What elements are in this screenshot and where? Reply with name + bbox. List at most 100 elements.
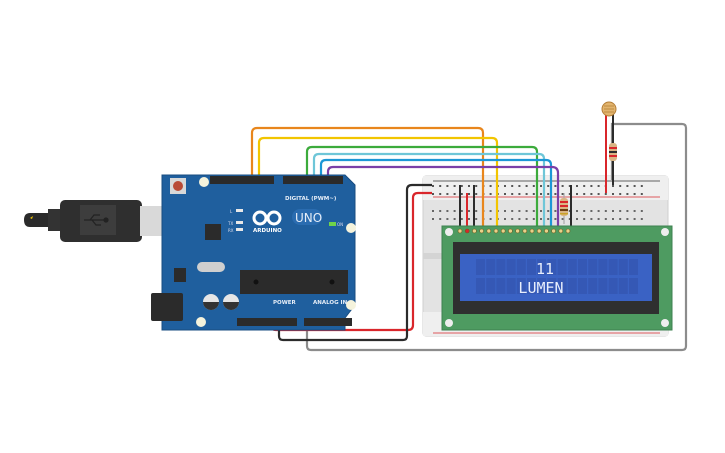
led-rx-label: RX xyxy=(228,228,234,233)
breadboard-hole xyxy=(626,218,629,220)
wire-orange-d12[interactable] xyxy=(250,126,485,226)
breadboard-hole xyxy=(633,193,636,195)
lcd-cell xyxy=(516,259,526,275)
breadboard-hole xyxy=(568,185,571,187)
usb-cable[interactable] xyxy=(24,200,168,242)
breadboard-hole xyxy=(554,193,557,195)
breadboard-hole xyxy=(619,193,622,195)
usb-icon xyxy=(84,214,109,226)
resistor-ldr[interactable] xyxy=(609,143,617,161)
breadboard-hole xyxy=(518,193,521,195)
breadboard-hole xyxy=(554,185,557,187)
analog-label: ANALOG IN xyxy=(313,300,348,306)
brand-label: ARDUINO xyxy=(253,228,282,234)
lcd-cell xyxy=(588,278,598,294)
breadboard-hole xyxy=(540,185,542,187)
breadboard-hole xyxy=(547,185,550,187)
breadboard-hole xyxy=(640,193,643,195)
breadboard-hole xyxy=(561,193,564,195)
breadboard-hole xyxy=(568,193,571,195)
breadboard-hole xyxy=(576,193,578,195)
usb-chip xyxy=(205,224,221,240)
lcd-cell xyxy=(557,259,567,275)
lcd-line-2: LUMEN xyxy=(518,279,563,297)
resistor-lcd[interactable] xyxy=(560,193,568,224)
breadboard-hole xyxy=(633,185,636,187)
lcd-cell xyxy=(567,278,577,294)
lcd-pin-header xyxy=(457,228,571,234)
breadboard-hole xyxy=(561,185,564,187)
breadboard-hole xyxy=(504,218,506,220)
lcd-pin xyxy=(558,228,564,234)
breadboard-hole xyxy=(532,193,535,195)
lcd-cell xyxy=(506,278,516,294)
lcd-pin xyxy=(493,228,499,234)
lcd-module[interactable]: 11 LUMEN xyxy=(441,225,673,331)
lcd-pin xyxy=(479,228,484,234)
breadboard-hole xyxy=(504,193,506,195)
breadboard-hole xyxy=(468,210,470,212)
lcd-pin xyxy=(457,228,463,234)
breadboard-hole xyxy=(547,210,550,212)
breadboard-hole xyxy=(453,218,456,220)
breadboard-hole xyxy=(576,218,578,220)
breadboard-hole xyxy=(518,210,521,212)
breadboard-hole xyxy=(604,218,607,220)
breadboard-hole xyxy=(446,185,449,187)
lcd-cell xyxy=(476,278,485,294)
breadboard-hole xyxy=(525,193,528,195)
breadboard-hole xyxy=(489,210,492,212)
crystal xyxy=(197,262,225,272)
arduino-uno[interactable]: DIGITAL (PWM~) POWER ANALOG IN ARDUINO U… xyxy=(151,174,356,331)
on-label: ON xyxy=(337,222,343,227)
lcd-pin xyxy=(464,228,470,234)
breadboard-hole xyxy=(561,218,564,220)
breadboard-hole xyxy=(511,218,514,220)
wire-yellow-d11[interactable] xyxy=(257,136,499,226)
lcd-cell xyxy=(608,259,618,275)
breadboard-hole xyxy=(439,218,442,220)
breadboard-hole xyxy=(554,218,557,220)
lcd-cell xyxy=(598,278,608,294)
lcd-cell xyxy=(527,259,536,275)
breadboard-hole xyxy=(460,185,463,187)
breadboard-hole xyxy=(489,193,492,195)
breadboard-hole xyxy=(460,210,463,212)
wire-purple-d2[interactable] xyxy=(326,165,560,226)
breadboard-hole xyxy=(432,193,434,195)
lcd-cell xyxy=(486,259,496,275)
lcd-cell xyxy=(496,278,506,294)
breadboard-hole xyxy=(460,218,463,220)
wire-lightblue-d4[interactable] xyxy=(312,152,546,226)
lcd-cell xyxy=(629,278,638,294)
breadboard-hole xyxy=(475,193,478,195)
breadboard-hole xyxy=(583,193,586,195)
lcd-cell xyxy=(506,259,516,275)
lcd-cell xyxy=(578,278,587,294)
breadboard-hole xyxy=(446,193,449,195)
regulator xyxy=(174,268,186,282)
breadboard-hole xyxy=(612,185,614,187)
lcd-pin xyxy=(508,228,513,234)
led-on xyxy=(329,222,336,226)
breadboard-hole xyxy=(590,218,593,220)
wire-blue-d3[interactable] xyxy=(319,158,553,226)
led-l xyxy=(236,209,243,212)
breadboard-hole xyxy=(568,218,571,220)
wire-gray-a0[interactable] xyxy=(305,122,688,352)
lcd-pin xyxy=(522,228,528,234)
led-l-label: L xyxy=(230,209,233,214)
breadboard-hole xyxy=(439,193,442,195)
wire-black-gnd[interactable] xyxy=(277,183,432,342)
lcd-pin xyxy=(500,228,506,234)
photoresistor[interactable] xyxy=(601,101,617,193)
lcd-pin xyxy=(544,228,549,234)
breadboard-hole xyxy=(576,185,578,187)
breadboard-hole xyxy=(453,193,456,195)
analog-header xyxy=(304,318,352,326)
wire-green-d5[interactable] xyxy=(305,145,539,226)
breadboard-hole xyxy=(532,210,535,212)
breadboard-hole xyxy=(619,210,622,212)
lcd-cell xyxy=(618,278,628,294)
